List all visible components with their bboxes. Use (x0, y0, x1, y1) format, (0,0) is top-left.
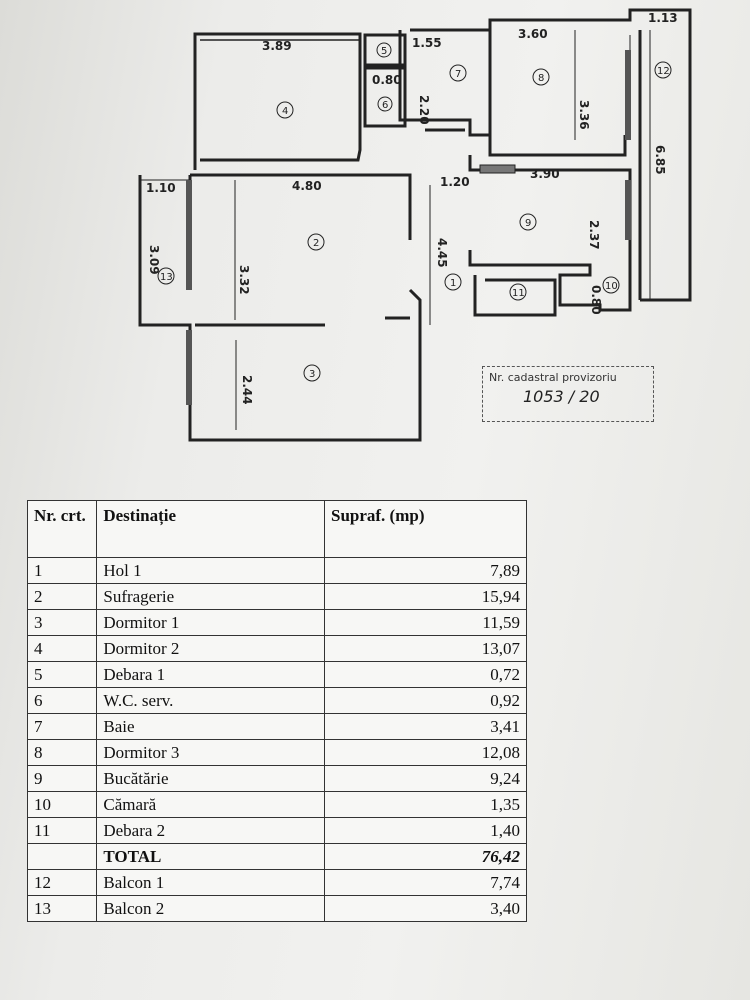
dimension-label: 3.09 (147, 245, 161, 275)
cell-destinatie: Debara 1 (96, 661, 325, 688)
cell-destinatie: Dormitor 2 (96, 635, 325, 662)
room-number: 7 (455, 69, 461, 80)
cadastral-box: Nr. cadastral provizoriu 1053 / 20 (482, 366, 654, 422)
cell-nr (26, 843, 98, 870)
room-number: 2 (313, 238, 319, 249)
header-nr: Nr. crt. (26, 500, 98, 558)
dimension-label: 1.55 (412, 36, 442, 50)
cell-nr: 13 (26, 895, 98, 922)
cell-supraf: 1,40 (323, 817, 528, 844)
cell-nr: 8 (26, 739, 98, 766)
cell-nr: 4 (26, 635, 98, 662)
cell-supraf: 1,35 (323, 791, 528, 818)
cell-supraf: 0,92 (323, 687, 528, 714)
cell-supraf: 0,72 (323, 661, 528, 688)
room-number: 9 (525, 218, 531, 229)
cell-supraf: 7,89 (323, 557, 528, 584)
room-number: 5 (381, 46, 387, 57)
cell-supraf: 9,24 (323, 765, 528, 792)
header-destinatie: Destinație (96, 500, 325, 558)
room-number: 6 (382, 100, 388, 111)
dimension-label: 2.20 (417, 95, 431, 125)
dimension-label: 1.20 (440, 175, 470, 189)
cell-destinatie: Balcon 2 (96, 895, 325, 922)
cell-destinatie: Sufragerie (96, 583, 325, 610)
dimension-label: 1.13 (648, 11, 678, 25)
dimension-label: 6.85 (653, 145, 667, 175)
cell-destinatie: Debara 2 (96, 817, 325, 844)
cell-nr: 6 (26, 687, 98, 714)
room-number: 3 (309, 369, 315, 380)
dimension-label: 4.45 (435, 238, 449, 268)
header-supraf: Supraf. (mp) (323, 500, 528, 558)
cell-supraf: 3,41 (323, 713, 528, 740)
cell-nr: 1 (26, 557, 98, 584)
room-number: 12 (657, 66, 670, 77)
room-number: 11 (512, 288, 525, 299)
cell-nr: 10 (26, 791, 98, 818)
dimension-label: 3.36 (577, 100, 591, 130)
cadastral-label: Nr. cadastral provizoriu (489, 371, 617, 384)
cell-destinatie: Dormitor 1 (96, 609, 325, 636)
room-number: 10 (605, 281, 618, 292)
room-number: 13 (160, 272, 173, 283)
cell-nr: 9 (26, 765, 98, 792)
room-number: 8 (538, 73, 544, 84)
dimension-label: 2.44 (240, 375, 254, 405)
cell-supraf: 11,59 (323, 609, 528, 636)
dimension-label: 3.90 (530, 167, 560, 181)
dimension-label: 4.80 (292, 179, 322, 193)
cell-supraf: 12,08 (323, 739, 528, 766)
dimension-label: 3.89 (262, 39, 292, 53)
cell-destinatie: Hol 1 (96, 557, 325, 584)
cell-nr: 5 (26, 661, 98, 688)
cell-supraf: 13,07 (323, 635, 528, 662)
cell-supraf: 3,40 (323, 895, 528, 922)
cell-destinatie: Balcon 1 (96, 869, 325, 896)
dimension-label: 0.80 (589, 285, 603, 315)
cell-nr: 12 (26, 869, 98, 896)
dimension-label: 2.37 (587, 220, 601, 250)
cell-supraf: 7,74 (323, 869, 528, 896)
cell-destinatie: W.C. serv. (96, 687, 325, 714)
cell-nr: 3 (26, 609, 98, 636)
dimension-label: 1.10 (146, 181, 176, 195)
cell-destinatie: Cămară (96, 791, 325, 818)
cell-destinatie: Dormitor 3 (96, 739, 325, 766)
room-number: 1 (450, 278, 456, 289)
cell-nr: 7 (26, 713, 98, 740)
cell-supraf: 15,94 (323, 583, 528, 610)
cell-destinatie: Baie (96, 713, 325, 740)
dimension-label: 0.80 (372, 73, 402, 87)
room-number: 4 (282, 106, 288, 117)
cell-supraf: 76,42 (323, 843, 528, 870)
cell-destinatie: TOTAL (96, 843, 325, 870)
floor-plan: 3.89 1.55 3.60 1.13 0.80 2.20 3.36 6.85 … (138, 8, 692, 442)
cadastral-value: 1053 / 20 (523, 387, 600, 406)
dimension-label: 3.32 (237, 265, 251, 295)
cell-nr: 11 (26, 817, 98, 844)
cell-destinatie: Bucătărie (96, 765, 325, 792)
cell-nr: 2 (26, 583, 98, 610)
dimension-label: 3.60 (518, 27, 548, 41)
